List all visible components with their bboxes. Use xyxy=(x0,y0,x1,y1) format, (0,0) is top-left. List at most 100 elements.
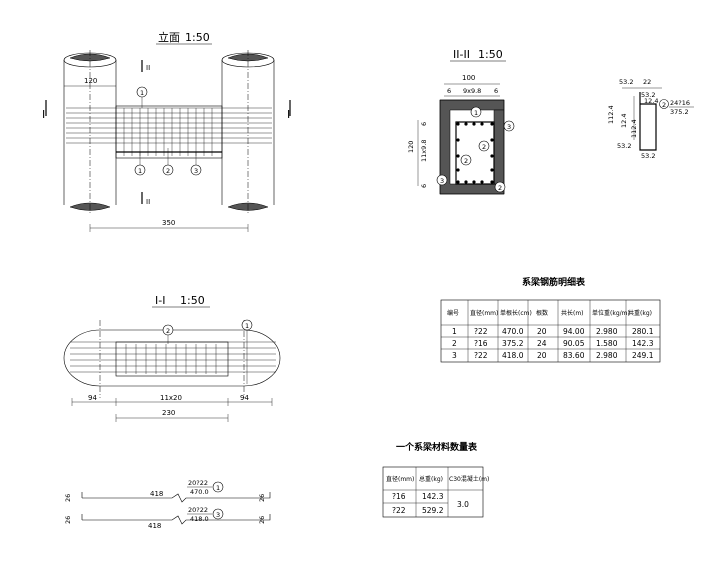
rebar-r0-c1: ?22 xyxy=(474,327,488,336)
rebar-hdr-3: 根数 xyxy=(536,309,548,317)
section-ii-inner-dim: 9x9.8 xyxy=(463,87,481,95)
right-pile-top-hatch xyxy=(227,53,269,62)
section-i-scale: 1:50 xyxy=(180,294,205,307)
stirrup-length-label: 375.2 xyxy=(670,108,689,116)
stirrup-detail: 53.2 22 53.2 12.4 112.4 112.4 12.4 53.2 … xyxy=(607,78,694,160)
section-i-view: I-I 1:50 2 xyxy=(63,294,281,422)
section-ii-bubble-3a xyxy=(503,120,515,132)
rebar-hdr-5: 单位重(kg/m) xyxy=(592,309,630,317)
rebar-hdr-2: 单根长(cm) xyxy=(500,309,532,317)
bar1-end-right: 26 xyxy=(258,494,266,502)
section-i-bubble-1 xyxy=(241,319,253,331)
bar-shapes: 26 26 418 20?22 470.0 1 26 26 418 20?22 … xyxy=(64,479,271,530)
material-hdr-1: 总重(kg) xyxy=(419,475,443,483)
section-mark-left: I xyxy=(42,108,45,121)
section-ii-edge-dim-right: 6 xyxy=(494,87,498,95)
rebar-r1-c5: 1.580 xyxy=(596,339,618,348)
bar3-end-right: 26 xyxy=(258,516,266,524)
material-hdr-0: 直径(mm) xyxy=(386,475,414,483)
elevation-beam-body xyxy=(115,105,223,159)
section-ii-edge-dim-left: 6 xyxy=(447,87,451,95)
section-i-bubble-2 xyxy=(162,324,174,336)
rebar-table-frame xyxy=(440,299,661,363)
section-ii-bar-dots xyxy=(456,122,494,184)
material-table-title: 一个系梁材料数量表 xyxy=(396,441,478,453)
stirrup-d8: 53.2 xyxy=(617,142,631,150)
stirrup-d7: 12.4 xyxy=(620,114,628,128)
stirrup-bubble xyxy=(659,99,669,109)
rebar-r1-c1: ?16 xyxy=(474,339,488,348)
material-table: 一个系梁材料数量表 直径(mm) 总重(kg) C30混凝土(m) ?16 14… xyxy=(382,441,489,518)
section-i-bubble-2-label: 2 xyxy=(166,327,170,335)
material-hdr-2: C30混凝土(m) xyxy=(449,475,489,483)
rebar-hdr-4: 共长(m) xyxy=(561,309,584,317)
rebar-r2-c6: 249.1 xyxy=(632,351,654,360)
section-i-outline xyxy=(63,329,281,387)
section-i-dim-right: 94 xyxy=(240,394,249,402)
rebar-r1-c6: 142.3 xyxy=(632,339,654,348)
section-ii-view: II-II 1:50 100 9x9.8 6 6 xyxy=(407,48,515,195)
stirrup-d4: 12.4 xyxy=(644,97,658,105)
rebar-r1-c0: 2 xyxy=(452,339,457,348)
section-ii-bubble-2a xyxy=(478,140,490,152)
rebar-r2-c5: 2.980 xyxy=(596,351,618,360)
rebar-r2-c3: 20 xyxy=(537,351,547,360)
section-i-stirrups xyxy=(125,344,217,374)
stirrup-d9: 53.2 xyxy=(641,152,655,160)
bar3-bubble xyxy=(212,508,224,520)
elevation-title: 立面 xyxy=(158,30,180,44)
elevation-scale: 1:50 xyxy=(185,31,210,44)
section-ii-stirrup xyxy=(455,121,495,185)
elevation-bubble-bottom-1 xyxy=(134,164,146,176)
bar3-total: 418.0 xyxy=(190,515,209,523)
section-i-dim-mid: 11x20 xyxy=(160,394,182,402)
bar1-total: 470.0 xyxy=(190,488,209,496)
section-ii-bubble-2c-label: 2 xyxy=(498,184,502,192)
section-ii-inner-v-dim: 11x9.8 xyxy=(420,140,428,162)
rebar-hdr-0: 编号 xyxy=(447,309,459,317)
bar1-shape xyxy=(81,492,271,503)
rebar-hdr-1: 直径(mm) xyxy=(470,309,498,317)
section-ii-bubble-1-label: 1 xyxy=(474,109,478,117)
section-ii-bubble-3b xyxy=(436,174,448,186)
bar3-end: 26 xyxy=(64,516,72,524)
section-ii-edge-v-top: 6 xyxy=(420,122,428,126)
section-i-beam xyxy=(115,341,229,377)
section-ii-hatch-right xyxy=(493,109,505,185)
material-concrete: 3.0 xyxy=(457,500,469,509)
section-ii-edge-v-bottom: 6 xyxy=(420,184,428,188)
section-ii-width-dim: 100 xyxy=(462,74,475,82)
stirrup-bubble-label: 2 xyxy=(662,101,666,109)
elevation-bubble-bottom-3-label: 3 xyxy=(194,167,198,175)
section-ii-bubble-2b-label: 2 xyxy=(464,157,468,165)
material-r1-c0: ?22 xyxy=(392,506,406,515)
rebar-table: 系梁钢筋明细表 编号 直径(mm) 单根长(cm) 根数 共长(m) 单位重(k… xyxy=(440,276,661,363)
section-mark-right: I xyxy=(287,108,290,121)
stirrup-d6: 112.4 xyxy=(630,119,638,138)
stirrup-count-label: 24?16 xyxy=(670,99,690,107)
rebar-table-title: 系梁钢筋明细表 xyxy=(522,276,586,288)
rebar-r0-c5: 2.980 xyxy=(596,327,618,336)
rebar-r2-c2: 418.0 xyxy=(502,351,524,360)
material-r0-c1: 142.3 xyxy=(422,492,444,501)
pile-width-dim: 120 xyxy=(84,77,97,85)
section-i-title: I-I xyxy=(155,294,165,307)
bar3-label: 20?22 xyxy=(188,506,208,514)
material-r0-c0: ?16 xyxy=(392,492,406,501)
elevation-longitudinal-bars xyxy=(66,107,272,144)
rebar-r0-c0: 1 xyxy=(452,327,457,336)
bar3-bubble-label: 3 xyxy=(216,511,220,519)
stirrup-d1: 53.2 xyxy=(619,78,633,86)
section-ii-bubble-2c xyxy=(494,181,506,193)
stirrup-shape xyxy=(639,92,657,151)
section-mark-top: II xyxy=(146,64,150,72)
bar1-end: 26 xyxy=(64,494,72,502)
elevation-bubble-top-1-label: 1 xyxy=(140,89,144,97)
elevation-bubble-bottom-1-label: 1 xyxy=(138,167,142,175)
rebar-r2-c0: 3 xyxy=(452,351,457,360)
bar1-bubble xyxy=(212,481,224,493)
elevation-bubble-bottom-2 xyxy=(162,164,174,176)
elevation-stirrups xyxy=(123,108,213,156)
material-table-frame xyxy=(382,466,484,518)
stirrup-d2: 22 xyxy=(643,78,651,86)
